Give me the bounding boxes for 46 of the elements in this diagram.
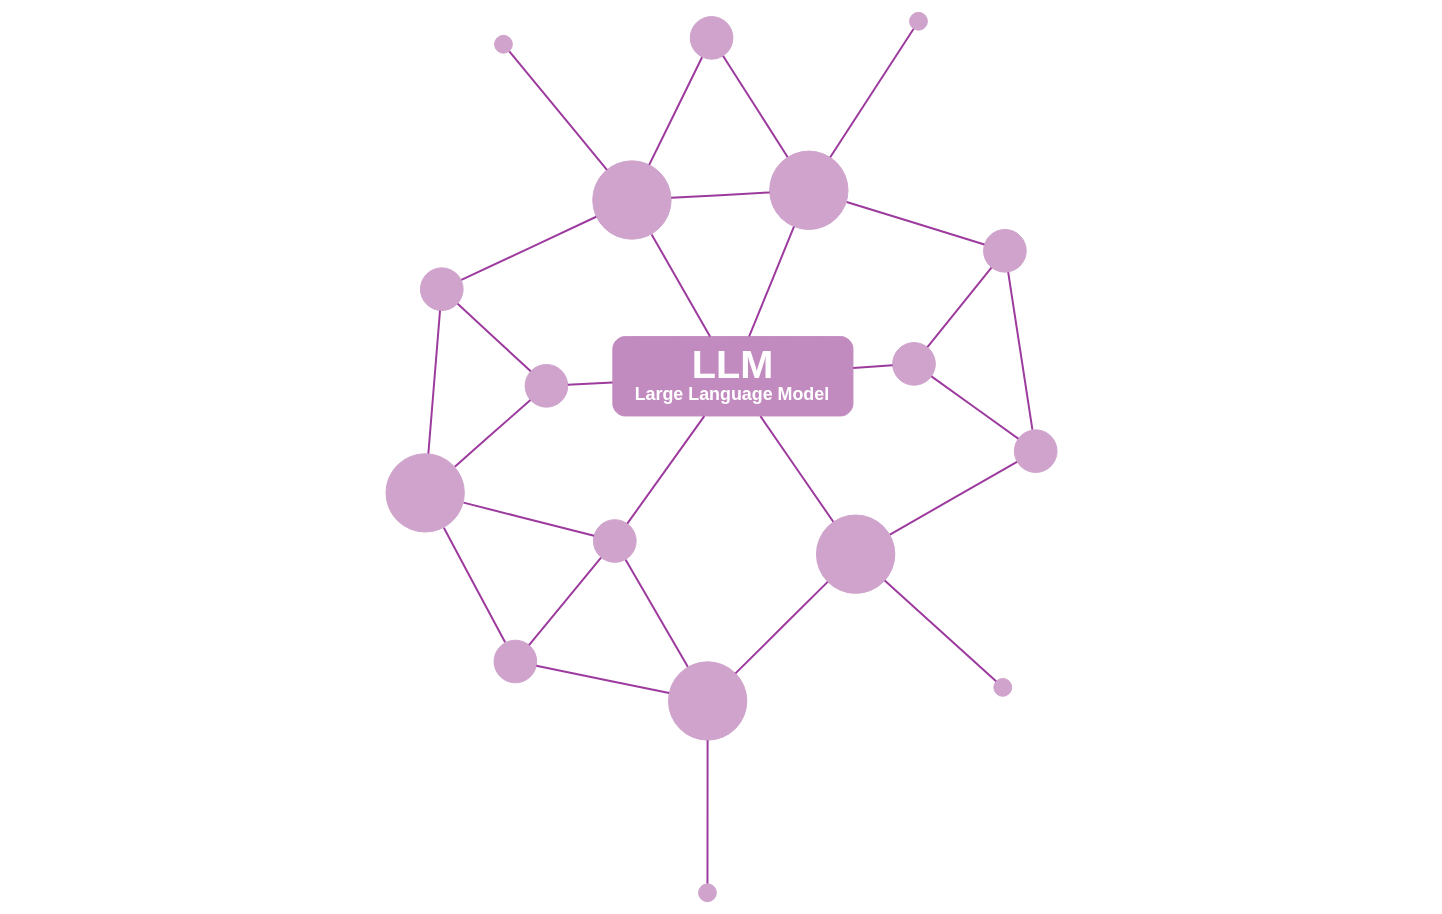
connector: [669, 191, 771, 199]
connector: [851, 364, 894, 370]
connector: [721, 54, 789, 158]
node-circle: [815, 514, 895, 594]
connector: [929, 375, 1019, 440]
connector: [462, 501, 595, 537]
connector: [456, 302, 532, 373]
node-circle: [908, 11, 928, 31]
connector: [883, 579, 997, 683]
connector: [1006, 271, 1033, 431]
node-circle: [591, 160, 672, 240]
node-circle: [667, 661, 747, 741]
connector: [624, 558, 689, 668]
connector: [442, 526, 506, 644]
node-circle: [384, 453, 465, 533]
node-circle: [419, 267, 464, 311]
connector: [888, 460, 1018, 536]
connector: [758, 415, 834, 523]
connector: [706, 739, 709, 885]
node-circle: [697, 883, 717, 903]
node-circle: [592, 519, 637, 563]
node-circle: [493, 639, 537, 684]
node-circle: [768, 150, 848, 230]
connector: [507, 50, 608, 171]
node-circle: [891, 342, 936, 386]
connector: [828, 27, 914, 159]
connector: [845, 200, 985, 246]
connector: [734, 580, 829, 675]
connector: [566, 381, 614, 386]
node-circle: [982, 228, 1027, 273]
connector: [625, 415, 705, 525]
connector: [534, 664, 670, 695]
node-circle: [493, 34, 513, 54]
node-circle: [1013, 429, 1058, 473]
connector: [527, 556, 602, 646]
node-circle: [689, 16, 733, 60]
connector: [426, 309, 441, 455]
connector: [647, 56, 703, 166]
node-circle: [524, 364, 568, 408]
connector: [747, 225, 795, 338]
connector: [650, 233, 711, 338]
connector: [925, 266, 992, 349]
node-box: LLM Large Language Model: [611, 336, 853, 417]
connector: [453, 398, 531, 468]
connector: [459, 215, 597, 281]
node-circle: [992, 677, 1012, 697]
